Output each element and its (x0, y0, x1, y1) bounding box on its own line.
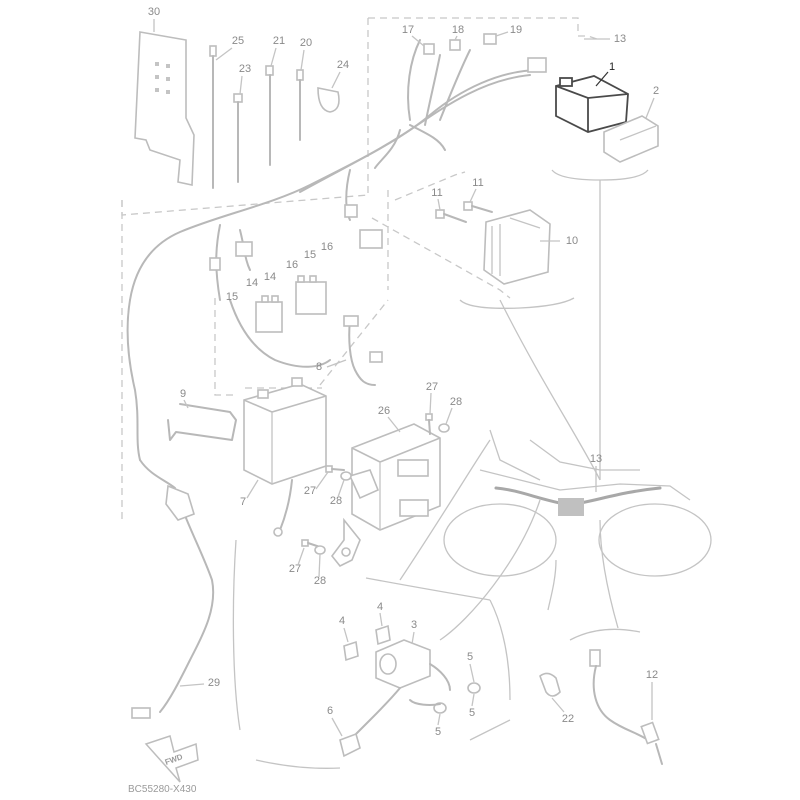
callout-5a: 5 (467, 651, 473, 663)
wire-harness: 17 18 19 13 (126, 24, 626, 461)
callout-12: 12 (646, 669, 658, 681)
ignition-area: 3 4 4 5 5 5 6 (232, 539, 511, 769)
callout-19: 19 (510, 24, 522, 36)
part-29-sensor-lead: 29 (131, 459, 220, 719)
callout-2: 2 (653, 85, 659, 97)
callout-15b: 15 (304, 249, 316, 261)
callout-4b: 4 (339, 615, 345, 627)
part-9-battery-band: 9 (167, 388, 237, 441)
callout-27b: 27 (304, 485, 316, 497)
callout-24: 24 (337, 59, 349, 71)
part-26-bracket: 26 (330, 405, 441, 568)
diagram-code: BC55280-X430 (128, 784, 197, 795)
callout-3: 3 (411, 619, 417, 631)
part-12-sensor: 12 (569, 628, 663, 765)
callout-23: 23 (239, 63, 251, 75)
callout-21: 21 (273, 35, 285, 47)
callout-14a: 14 (246, 277, 258, 289)
callout-17: 17 (402, 24, 414, 36)
fwd-arrow-icon: FWD (144, 735, 199, 783)
callout-27c: 27 (289, 563, 301, 575)
callout-5c: 5 (435, 726, 441, 738)
callout-9: 9 (180, 388, 186, 400)
callout-16a: 16 (286, 259, 298, 271)
callout-29: 29 (208, 677, 220, 689)
motorcycle-silhouette: 13 (399, 180, 712, 641)
callout-4a: 4 (377, 601, 383, 613)
callout-7: 7 (240, 496, 246, 508)
callout-20: 20 (300, 37, 312, 49)
callout-13-top: 13 (614, 33, 626, 45)
callout-14b: 14 (264, 271, 276, 283)
callout-1: 1 (609, 61, 615, 73)
callout-10: 10 (566, 235, 578, 247)
callout-16b: 16 (321, 241, 333, 253)
callout-25: 25 (232, 35, 244, 47)
cable-ties: 25 23 21 20 24 (209, 35, 349, 189)
callout-13-bike: 13 (590, 453, 602, 465)
callout-30: 30 (148, 6, 160, 18)
callout-11a: 11 (431, 187, 442, 199)
callout-5b: 5 (469, 707, 475, 719)
callout-22: 22 (562, 713, 574, 725)
battery-cable (273, 479, 293, 537)
part-10-regulator: 10 11 11 (431, 177, 578, 309)
fasteners-27-28: 27 28 27 28 27 28 (289, 381, 462, 587)
group-outlines (121, 17, 601, 520)
relays: 14 14 15 15 16 16 (226, 241, 333, 333)
callout-11b: 11 (472, 177, 483, 189)
callout-28c: 28 (314, 575, 326, 587)
part-7-battery: 7 8 (240, 359, 347, 508)
part-22-clamp: 22 (539, 672, 574, 725)
callout-18: 18 (452, 24, 464, 36)
callout-28a: 28 (450, 396, 462, 408)
callout-28b: 28 (330, 495, 342, 507)
callout-8: 8 (316, 361, 322, 373)
callout-6: 6 (327, 705, 333, 717)
part-30-shield: 30 (134, 6, 195, 186)
callout-15a: 15 (226, 291, 238, 303)
callout-27a: 27 (426, 381, 438, 393)
part-1-highlighted[interactable]: 1 (555, 61, 629, 133)
callout-26: 26 (378, 405, 390, 417)
